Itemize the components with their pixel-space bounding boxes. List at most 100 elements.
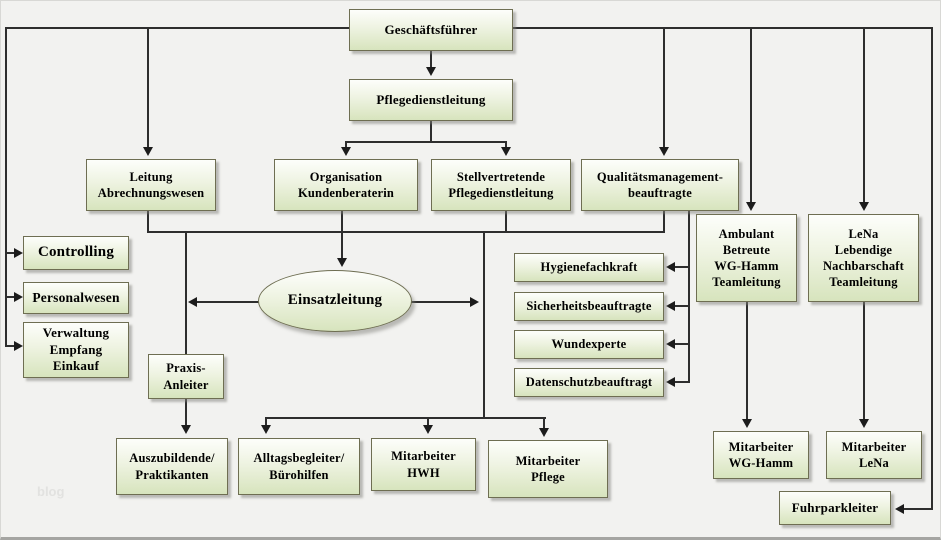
connector-line — [543, 417, 545, 430]
arrowhead-down-icon — [746, 202, 756, 211]
alltagsbegleiter-buerohilfen-label: Alltagsbegleiter/ Bürohilfen — [253, 451, 345, 482]
ambulant-wg-hamm-box: Ambulant Betreute WG-Hamm Teamleitung — [696, 214, 797, 302]
mitarbeiter-lena-box: Mitarbeiter LeNa — [826, 431, 922, 479]
connector-line — [427, 417, 429, 427]
lena-teamleitung-box: LeNa Lebendige Nachbarschaft Teamleitung — [808, 214, 919, 302]
arrowhead-left-icon — [666, 301, 675, 311]
connector-line — [5, 345, 17, 347]
lena-teamleitung-label: LeNa Lebendige Nachbarschaft Teamleitung — [822, 226, 905, 290]
qualitaetsmanagement-box: Qualitätsmanagement- beauftragte — [581, 159, 739, 211]
verwaltung-empfang-einkauf-box: Verwaltung Empfang Einkauf — [23, 322, 129, 378]
connector-line — [931, 27, 933, 510]
alltagsbegleiter-buerohilfen-box: Alltagsbegleiter/ Bürohilfen — [238, 438, 360, 495]
mitarbeiter-lena-label: Mitarbeiter LeNa — [841, 439, 907, 470]
datenschutzbeauftragt-box: Datenschutzbeauftragt — [514, 368, 664, 397]
arrowhead-down-icon — [539, 428, 549, 437]
arrowhead-left-icon — [666, 262, 675, 272]
mitarbeiter-wg-hamm-label: Mitarbeiter WG-Hamm — [728, 439, 794, 470]
connector-line — [345, 141, 347, 149]
praxis-anleiter-box: Praxis- Anleiter — [148, 354, 224, 399]
connector-line — [863, 27, 865, 203]
organisation-kundenberaterin-label: Organisation Kundenberaterin — [297, 169, 395, 200]
fuhrparkleiter-box: Fuhrparkleiter — [779, 491, 891, 525]
connector-line — [505, 210, 507, 233]
auszubildende-praktikanten-box: Auszubildende/ Praktikanten — [116, 438, 228, 495]
hygienefachkraft-label: Hygienefachkraft — [540, 260, 638, 275]
controlling-box: Controlling — [23, 236, 129, 270]
watermark-text: blog — [37, 484, 65, 499]
fuhrparkleiter-label: Fuhrparkleiter — [791, 499, 879, 515]
connector-line — [674, 305, 690, 307]
connector-line — [746, 301, 748, 420]
connector-line — [185, 231, 187, 355]
personalwesen-box: Personalwesen — [23, 282, 129, 314]
arrowhead-down-icon — [337, 258, 347, 267]
connector-line — [863, 301, 865, 420]
connector-line — [5, 27, 7, 347]
connector-line — [265, 417, 546, 419]
connector-line — [663, 27, 665, 148]
leitung-abrechnungswesen-label: Leitung Abrechnungswesen — [97, 169, 205, 200]
einsatzleitung-label: Einsatzleitung — [287, 292, 383, 309]
mitarbeiter-wg-hamm-box: Mitarbeiter WG-Hamm — [713, 431, 809, 479]
geschaeftsfuehrer-label: Geschäftsführer — [384, 21, 478, 37]
sicherheitsbeauftragte-label: Sicherheitsbeauftragte — [526, 299, 652, 314]
verwaltung-empfang-einkauf-label: Verwaltung Empfang Einkauf — [42, 324, 110, 374]
ambulant-wg-hamm-label: Ambulant Betreute WG-Hamm Teamleitung — [712, 226, 781, 290]
stellvertretende-pdl-box: Stellvertretende Pflegedienstleitung — [431, 159, 571, 211]
stellvertretende-pdl-label: Stellvertretende Pflegedienstleitung — [448, 169, 554, 200]
connector-line — [674, 266, 690, 268]
arrowhead-left-icon — [188, 297, 197, 307]
connector-line — [483, 231, 485, 419]
connector-line — [430, 121, 432, 143]
connector-line — [663, 210, 665, 233]
connector-line — [688, 210, 690, 383]
arrowhead-down-icon — [859, 202, 869, 211]
connector-line — [430, 51, 432, 69]
hygienefachkraft-box: Hygienefachkraft — [514, 253, 664, 282]
connector-line — [147, 211, 149, 233]
connector-line — [513, 27, 933, 29]
connector-line — [195, 301, 259, 303]
connector-line — [185, 399, 187, 427]
arrowhead-down-icon — [423, 425, 433, 434]
arrowhead-right-icon — [14, 248, 23, 258]
connector-line — [674, 343, 690, 345]
connector-line — [674, 381, 690, 383]
connector-line — [341, 210, 343, 259]
sicherheitsbeauftragte-box: Sicherheitsbeauftragte — [514, 292, 664, 321]
einsatzleitung-box: Einsatzleitung — [258, 270, 412, 332]
connector-line — [411, 301, 472, 303]
wundexperte-label: Wundexperte — [551, 337, 627, 352]
personalwesen-label: Personalwesen — [32, 290, 120, 306]
geschaeftsfuehrer-box: Geschäftsführer — [349, 9, 513, 51]
connector-line — [750, 27, 752, 203]
mitarbeiter-pflege-box: Mitarbeiter Pflege — [488, 440, 608, 498]
arrowhead-down-icon — [143, 147, 153, 156]
connector-line — [5, 27, 351, 29]
connector-line — [265, 417, 267, 427]
arrowhead-right-icon — [14, 341, 23, 351]
connector-line — [147, 27, 149, 149]
arrowhead-left-icon — [895, 504, 904, 514]
connector-line — [505, 141, 507, 149]
arrowhead-down-icon — [261, 425, 271, 434]
mitarbeiter-pflege-label: Mitarbeiter Pflege — [515, 453, 581, 484]
connector-line — [5, 296, 17, 298]
connector-line — [345, 141, 507, 143]
arrowhead-down-icon — [341, 147, 351, 156]
arrowhead-down-icon — [426, 67, 436, 76]
arrowhead-down-icon — [742, 419, 752, 428]
arrowhead-right-icon — [14, 292, 23, 302]
arrowhead-down-icon — [501, 147, 511, 156]
arrowhead-down-icon — [859, 419, 869, 428]
mitarbeiter-hwh-box: Mitarbeiter HWH — [371, 438, 476, 491]
arrowhead-left-icon — [666, 339, 675, 349]
arrowhead-down-icon — [181, 425, 191, 434]
pflegedienstleitung-label: Pflegedienstleitung — [376, 91, 486, 107]
praxis-anleiter-label: Praxis- Anleiter — [163, 361, 209, 392]
mitarbeiter-hwh-label: Mitarbeiter HWH — [391, 449, 456, 480]
qualitaetsmanagement-label: Qualitätsmanagement- beauftragte — [596, 169, 724, 200]
leitung-abrechnungswesen-box: Leitung Abrechnungswesen — [86, 159, 216, 211]
connector-line — [147, 231, 665, 233]
